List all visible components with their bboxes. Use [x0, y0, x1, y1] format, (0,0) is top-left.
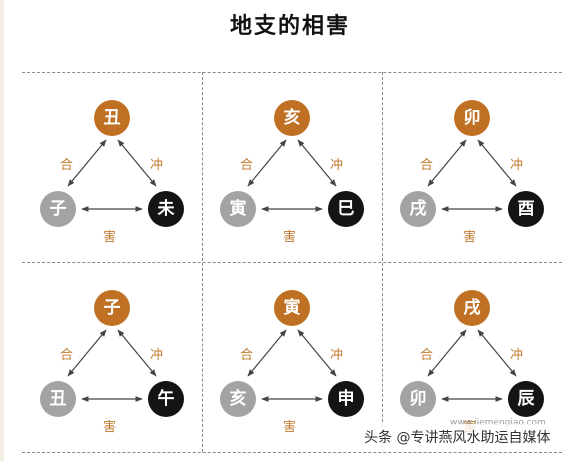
relation-arrows	[67, 329, 157, 402]
clash-label: 冲	[150, 348, 164, 363]
branch-node-right: 午	[148, 381, 184, 417]
grid-line-bottom	[22, 452, 562, 453]
grid-line-col1	[202, 72, 203, 452]
branch-node-top: 卯	[454, 100, 490, 136]
watermark: 头条 @专讲燕风水助运自媒体	[364, 424, 576, 452]
combine-arrow	[427, 139, 467, 187]
harm-label: 害	[283, 420, 297, 435]
relation-arrows	[247, 329, 337, 402]
combine-label: 合	[420, 348, 434, 363]
grid-line-top	[22, 72, 562, 73]
combine-label: 合	[240, 348, 254, 363]
branch-node-left: 子	[40, 191, 76, 227]
harm-label: 害	[103, 420, 117, 435]
clash-label: 冲	[510, 348, 524, 363]
clash-arrow	[297, 139, 337, 187]
branch-node-left: 丑	[40, 381, 76, 417]
harm-label: 害	[103, 230, 117, 245]
combine-arrow	[247, 329, 287, 377]
relation-group-5: 寅亥 申 合 冲害	[202, 262, 382, 452]
branch-node-top: 寅	[274, 290, 310, 326]
combine-label: 合	[420, 158, 434, 173]
branch-node-right: 辰	[508, 381, 544, 417]
clash-label: 冲	[330, 158, 344, 173]
combine-arrow	[67, 329, 107, 377]
branch-node-top: 亥	[274, 100, 310, 136]
branch-node-left: 寅	[220, 191, 256, 227]
grid-line-col2	[382, 72, 383, 452]
branch-node-right: 酉	[508, 191, 544, 227]
clash-arrow	[117, 139, 157, 187]
branch-node-top: 子	[94, 290, 130, 326]
harm-label: 害	[463, 230, 477, 245]
relation-group-2: 亥寅 巳 合 冲害	[202, 72, 382, 262]
relation-arrows	[67, 139, 157, 212]
clash-arrow	[477, 329, 517, 377]
relation-arrows	[427, 139, 517, 212]
harm-label: 害	[283, 230, 297, 245]
combine-label: 合	[60, 348, 74, 363]
branch-node-left: 亥	[220, 381, 256, 417]
page-title: 地支的相害	[229, 14, 350, 39]
branch-node-top: 戌	[454, 290, 490, 326]
clash-label: 冲	[510, 158, 524, 173]
page-edge-strip	[0, 0, 4, 461]
clash-arrow	[477, 139, 517, 187]
watermark-site: www.jiemengiao.com	[450, 418, 546, 428]
combine-label: 合	[60, 158, 74, 173]
branch-node-right: 未	[148, 191, 184, 227]
clash-label: 冲	[150, 158, 164, 173]
combine-arrow	[427, 329, 467, 377]
clash-label: 冲	[330, 348, 344, 363]
branch-node-top: 丑	[94, 100, 130, 136]
relation-group-3: 卯戌 酉 合 冲害	[382, 72, 562, 262]
combine-arrow	[67, 139, 107, 187]
branch-node-right: 申	[328, 381, 364, 417]
combine-arrow	[247, 139, 287, 187]
grid-line-middle	[22, 262, 562, 263]
branch-node-left: 卯	[400, 381, 436, 417]
relation-arrows	[247, 139, 337, 212]
branch-node-left: 戌	[400, 191, 436, 227]
clash-arrow	[117, 329, 157, 377]
relation-group-1: 丑子 未 合 冲害	[22, 72, 202, 262]
combine-label: 合	[240, 158, 254, 173]
watermark-text: 头条 @专讲燕风水助运自媒体	[364, 430, 551, 446]
clash-arrow	[297, 329, 337, 377]
relation-arrows	[427, 329, 517, 402]
relation-group-4: 子丑 午 合 冲害	[22, 262, 202, 452]
branch-node-right: 巳	[328, 191, 364, 227]
